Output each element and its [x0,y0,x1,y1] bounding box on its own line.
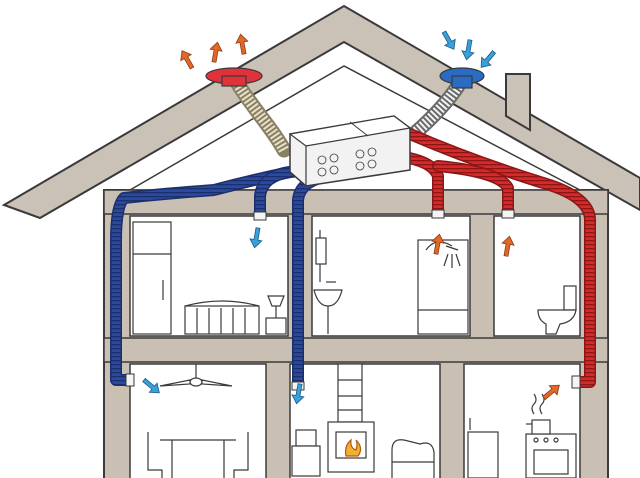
up-arrow-icon [235,33,249,55]
washbasin-icon [313,230,343,334]
down-arrow-icon [461,39,475,61]
fireplace-icon [327,363,375,473]
roof-intake-cap-icon [439,67,485,89]
toilet-icon [537,285,577,335]
heat-recovery-unit-icon [288,115,412,187]
down-arrow-icon [142,377,160,394]
first-floor-slab [103,337,609,363]
toilet-extract-vent [501,209,515,219]
up-arrow-icon [180,50,195,70]
cooking-pot-icon [526,393,551,435]
kitchen-extract-vent [571,375,581,389]
wardrobe-icon [132,221,172,335]
bed-icon [184,300,260,335]
chimney [505,73,531,132]
down-arrow-icon [441,30,456,50]
roof-exhaust-cap-icon [205,67,263,87]
tv-icon [291,429,321,477]
fresh-air-in-arrows [142,30,497,405]
bedroom-supply-vent [253,211,267,221]
armchair-icon [391,439,435,478]
stale-air-out-arrows [180,33,560,401]
up-arrow-icon [542,384,560,401]
up-arrow-icon [501,235,515,257]
dining-table-icon [147,432,249,478]
up-arrow-icon [431,233,445,255]
down-arrow-icon [480,50,497,68]
down-arrow-icon [291,383,305,405]
kitchen-stove-icon [467,418,577,478]
down-arrow-icon [249,227,263,249]
exhaust-air-duct [230,76,292,158]
bathroom-extract-vent [431,209,445,219]
table-lamp-icon [265,295,287,335]
shower-icon [417,239,469,335]
ceiling-fan-icon [159,364,233,387]
living-supply-vent [125,373,135,387]
attic-floor [103,189,609,215]
up-arrow-icon [209,41,223,63]
